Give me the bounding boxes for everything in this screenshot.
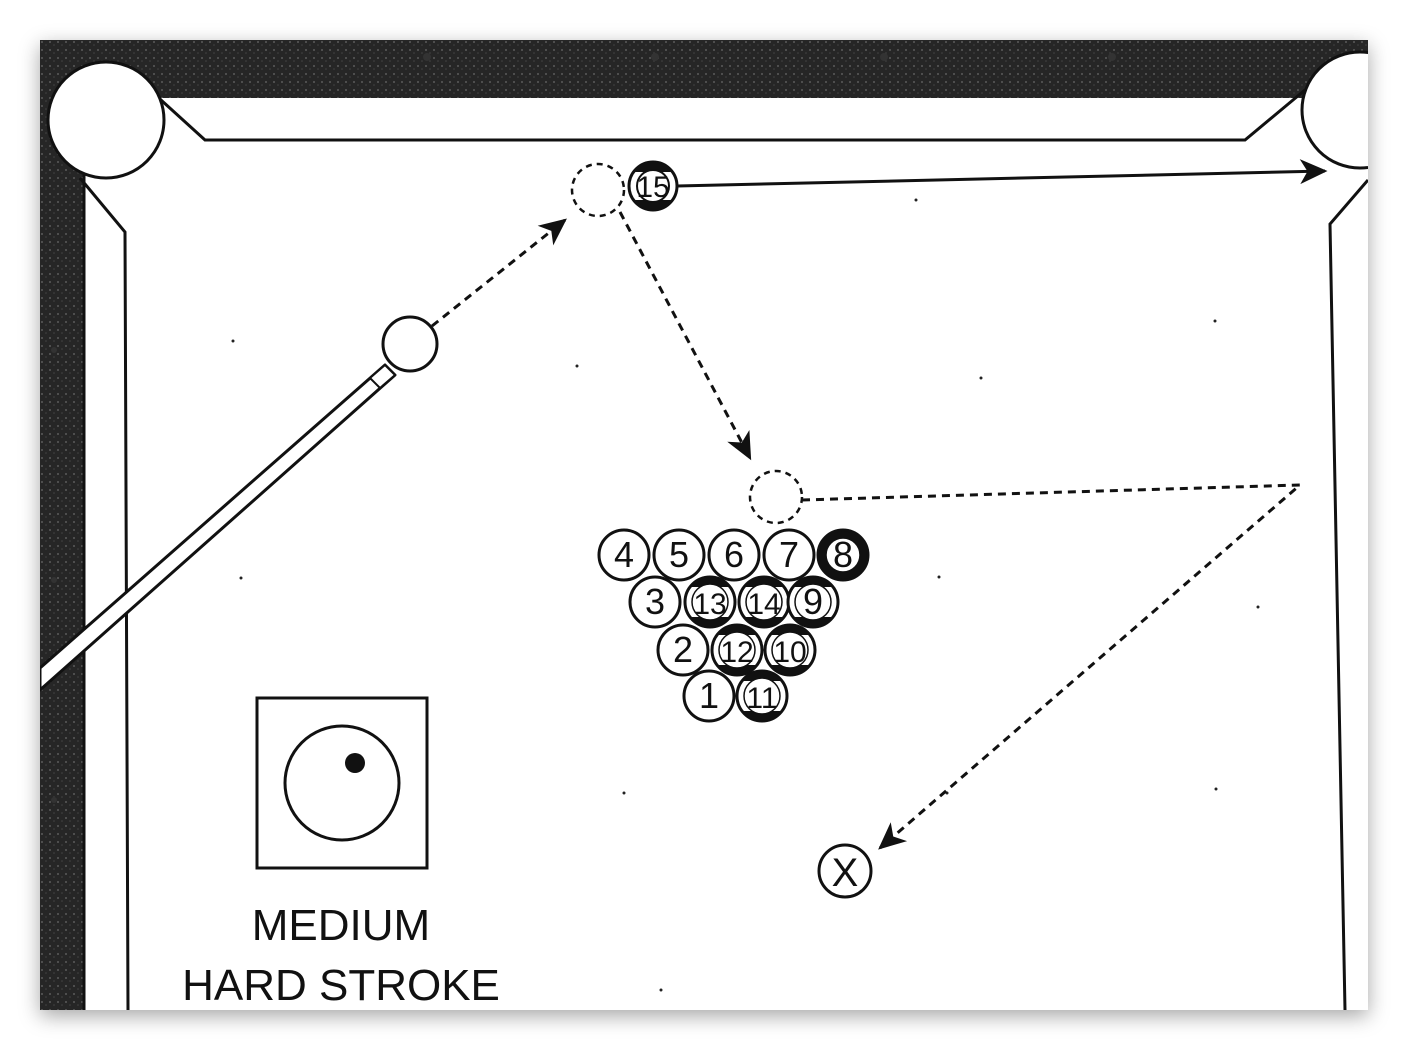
ghost-ball-rack <box>748 469 804 525</box>
cue-stick <box>40 363 397 692</box>
top-left-pocket <box>46 60 166 180</box>
object-ball-number: 15 <box>636 171 669 204</box>
rack-ball-number: 8 <box>833 534 853 575</box>
rack-ball-10: 10 <box>763 623 817 677</box>
cue-ball-rebound-path <box>801 483 1305 850</box>
rack-ball-number: 5 <box>669 534 689 575</box>
rack-ball-4: 4 <box>597 528 651 582</box>
top-rail-cloth <box>40 40 1368 98</box>
stroke-label-line2: HARD STROKE <box>182 961 500 1010</box>
rack-ball-2: 2 <box>656 623 710 677</box>
rack-ball-14: 14 <box>737 575 791 629</box>
rack-ball-number: 7 <box>779 534 799 575</box>
table-diamonds <box>51 53 1116 803</box>
rack-ball-13: 13 <box>683 575 737 629</box>
rack-ball-number: 10 <box>773 636 806 669</box>
rack-ball-11: 11 <box>735 669 789 723</box>
rack-ball-8: 8 <box>816 528 870 582</box>
rack-ball-1: 1 <box>682 669 736 723</box>
rack-ball-number: 2 <box>673 629 693 670</box>
rack-ball-7: 7 <box>762 528 816 582</box>
left-cushion <box>78 177 130 1010</box>
rack-ball-number: 11 <box>746 682 777 715</box>
ghost-ball-contact <box>570 162 626 218</box>
rack-ball-number: 14 <box>747 588 780 621</box>
target-x-marker: X <box>817 843 873 899</box>
english-contact-dot <box>345 753 365 773</box>
rack-ball-9: 9 <box>786 575 840 629</box>
paper-specks <box>231 198 1260 992</box>
english-cue-ball-icon <box>283 724 401 842</box>
right-cushion <box>1328 179 1368 1010</box>
rack-ball-3: 3 <box>628 575 682 629</box>
rack-ball-number: 9 <box>803 581 823 622</box>
stroke-label-line1: MEDIUM <box>252 901 430 950</box>
left-rail-cloth <box>40 40 84 1010</box>
rack-ball-6: 6 <box>707 528 761 582</box>
cue-ball-path <box>431 218 567 328</box>
object-ball-path <box>676 159 1328 188</box>
top-cushion <box>148 88 1306 142</box>
rack-ball-number: 6 <box>724 534 744 575</box>
rack-ball-number: 12 <box>720 636 753 669</box>
target-x-label: X <box>832 851 859 895</box>
rack-ball-number: 1 <box>699 675 719 716</box>
rack-ball-number: 13 <box>693 588 726 621</box>
cue-ball-deflection-path <box>618 211 752 461</box>
rack-ball-number: 3 <box>645 581 665 622</box>
english-indicator <box>255 696 429 870</box>
rack-ball-5: 5 <box>652 528 706 582</box>
rack-ball-number: 4 <box>614 534 634 575</box>
cue-ball <box>381 315 439 373</box>
rack-ball-12: 12 <box>710 623 764 677</box>
object-ball-15: 15 <box>627 160 679 212</box>
top-right-pocket <box>1300 50 1368 170</box>
